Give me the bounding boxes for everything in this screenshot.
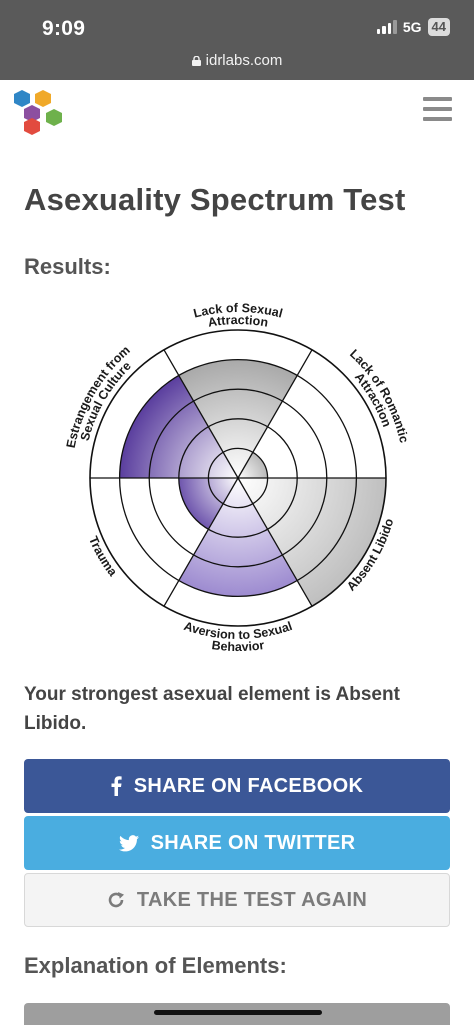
home-indicator: [154, 1010, 322, 1015]
signal-icon: [376, 20, 397, 34]
site-header: [0, 80, 474, 142]
chart-label-4-line-1: Aversion to Sexual: [182, 619, 294, 642]
browser-chrome: 9:09 5G 44 idrlabs.com: [0, 0, 474, 80]
take-test-again-label: TAKE THE TEST AGAIN: [136, 888, 368, 911]
twitter-icon: [118, 834, 139, 852]
strongest-element-text: Your strongest asexual element is Absent…: [24, 684, 400, 734]
chart-spoke-1: [163, 349, 239, 479]
status-time: 9:09: [42, 17, 86, 40]
network-label: 5G: [402, 19, 422, 35]
refresh-icon: [107, 891, 125, 909]
battery-icon: 44: [427, 18, 450, 36]
chart-wedge-6: [119, 375, 238, 478]
share-twitter-label: SHARE ON TWITTER: [150, 831, 356, 854]
status-indicators: 5G 44: [376, 18, 450, 36]
chart-label-1-line-2: Attraction: [207, 313, 269, 330]
idrlabs-logo-icon[interactable]: [10, 88, 68, 136]
share-facebook-button[interactable]: SHARE ON FACEBOOK: [24, 759, 450, 813]
chart-label-4-line-2: Behavior: [211, 638, 265, 654]
chart-spoke-4: [237, 477, 313, 607]
menu-icon[interactable]: [423, 97, 452, 121]
chart-spoke-2: [237, 349, 313, 479]
facebook-icon: [111, 776, 122, 796]
chart-label-1-line-1: Lack of Sexual: [192, 301, 284, 321]
chart-spoke-5: [163, 477, 239, 607]
page-title: Asexuality Spectrum Test: [24, 182, 406, 217]
share-twitter-button[interactable]: SHARE ON TWITTER: [24, 816, 450, 870]
url-text: idrlabs.com: [205, 52, 283, 69]
lock-icon: [191, 56, 201, 66]
results-heading: Results:: [24, 254, 111, 279]
chart-wedge-3: [238, 478, 386, 607]
share-facebook-label: SHARE ON FACEBOOK: [133, 774, 364, 797]
take-test-again-button[interactable]: TAKE THE TEST AGAIN: [24, 873, 450, 927]
explanation-heading: Explanation of Elements:: [24, 953, 287, 978]
url-bar[interactable]: idrlabs.com: [0, 52, 474, 69]
